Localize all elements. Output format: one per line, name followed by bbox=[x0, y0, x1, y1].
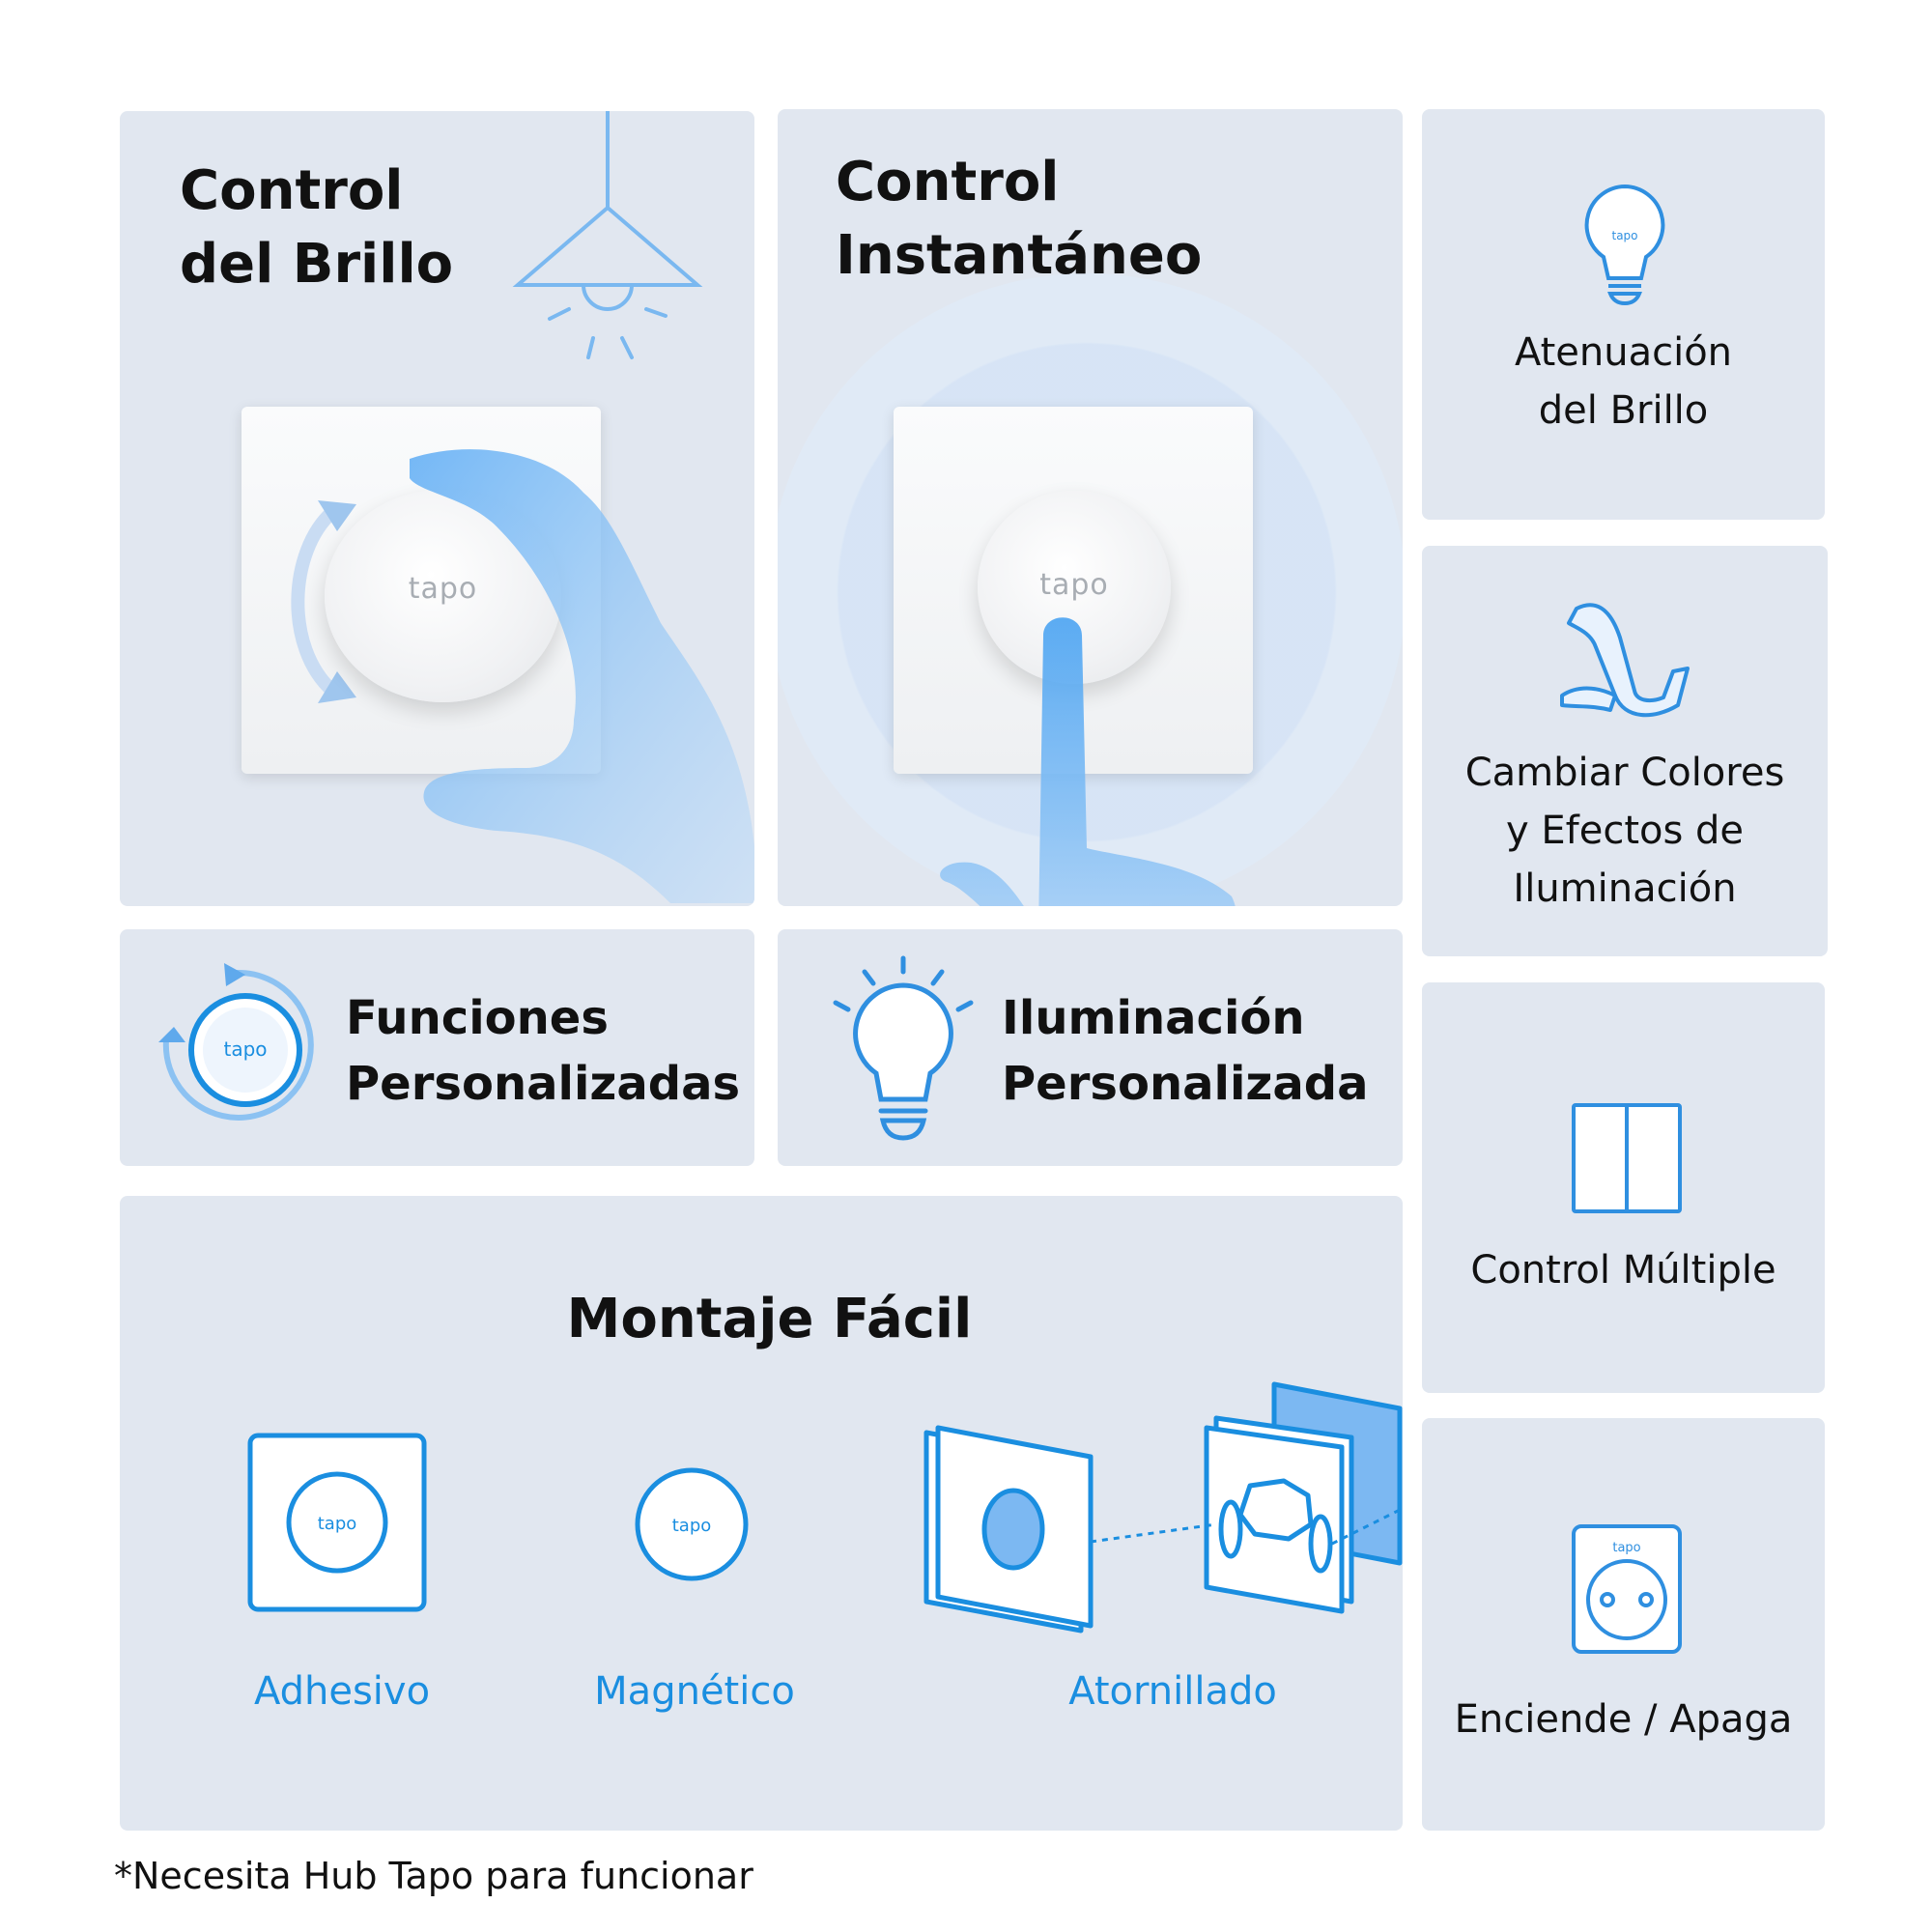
cycle-arrows-icon: tapo bbox=[158, 963, 314, 1121]
feature-label-line: Cambiar Colores bbox=[1464, 751, 1785, 795]
feature-label-colors: Cambiar Colores y Efectos de Iluminación bbox=[1422, 744, 1828, 918]
custom-functions-title-line2: Personalizadas bbox=[346, 1057, 741, 1111]
rotate-arrows-icon bbox=[291, 500, 356, 703]
brightness-control-title-line1: Control bbox=[180, 159, 404, 222]
tapo-logo: tapo bbox=[672, 1516, 712, 1536]
tapo-logo: tapo bbox=[318, 1514, 357, 1534]
custom-lighting-card: Iluminación Personalizada bbox=[778, 929, 1403, 1166]
custom-functions-title: Funciones Personalizadas bbox=[346, 985, 740, 1117]
feature-card-dimming: tapo Atenuación del Brillo bbox=[1422, 109, 1825, 520]
feature-label-line: del Brillo bbox=[1538, 388, 1709, 433]
custom-lighting-title: Iluminación Personalizada bbox=[1002, 985, 1369, 1117]
feature-label-multi-control: Control Múltiple bbox=[1470, 1248, 1776, 1293]
light-bulb-rays-icon bbox=[833, 955, 974, 1141]
mount-label-magnetic: Magnético bbox=[594, 1669, 795, 1714]
ceiling-lamp-icon bbox=[512, 111, 703, 359]
instant-control-title-line1: Control bbox=[836, 151, 1060, 213]
footnote: *Necesita Hub Tapo para funcionar bbox=[114, 1855, 753, 1897]
adhesive-mount-icon: tapo bbox=[247, 1433, 427, 1612]
feature-label-line: y Efectos de bbox=[1505, 809, 1745, 853]
magnetic-mount-icon: tapo bbox=[635, 1467, 749, 1581]
mount-label-adhesive: Adhesivo bbox=[253, 1669, 431, 1714]
feature-card-multi-control: Control Múltiple bbox=[1422, 982, 1825, 1393]
tapo-logo: tapo bbox=[408, 572, 478, 606]
bulb-logo: tapo bbox=[1611, 229, 1637, 242]
multi-switch-icon bbox=[1572, 1103, 1682, 1213]
feature-card-colors: Cambiar Colores y Efectos de Iluminación bbox=[1422, 546, 1828, 956]
hand-illustration bbox=[410, 449, 754, 903]
light-bulb-icon: tapo bbox=[1584, 184, 1665, 306]
brightness-control-card: Control del Brillo tapo bbox=[120, 111, 754, 906]
instant-control-title: Control Instantáneo bbox=[836, 146, 1202, 293]
feature-label-line: Atenuación bbox=[1514, 330, 1733, 375]
custom-lighting-title-line2: Personalizada bbox=[1002, 1057, 1369, 1111]
finger-press-illustration bbox=[940, 617, 1236, 906]
smart-plug-icon: tapo bbox=[1572, 1524, 1682, 1654]
custom-functions-title-line1: Funciones bbox=[346, 991, 609, 1045]
tapo-logo: tapo bbox=[223, 1037, 267, 1061]
custom-functions-card: tapo Funciones Personalizadas bbox=[120, 929, 754, 1166]
plug-logo: tapo bbox=[1612, 1541, 1640, 1555]
instant-control-title-line2: Instantáneo bbox=[836, 224, 1203, 287]
easy-mount-card: Montaje Fácil tapo Adhesivo tapo Magnéti… bbox=[120, 1196, 1403, 1831]
light-strip-icon bbox=[1560, 603, 1690, 718]
instant-control-card: Control Instantáneo tapo bbox=[778, 109, 1403, 906]
feature-card-on-off: tapo Enciende / Apaga bbox=[1422, 1418, 1825, 1831]
brightness-control-title-line2: del Brillo bbox=[180, 233, 454, 296]
custom-lighting-title-line1: Iluminación bbox=[1002, 991, 1305, 1045]
screw-mount-icon bbox=[923, 1381, 1403, 1634]
easy-mount-title: Montaje Fácil bbox=[566, 1288, 973, 1350]
mount-label-screwed: Atornillado bbox=[1068, 1669, 1277, 1714]
feature-label-line: Iluminación bbox=[1513, 867, 1737, 911]
tapo-logo: tapo bbox=[1039, 568, 1109, 602]
feature-label-on-off: Enciende / Apaga bbox=[1454, 1697, 1793, 1742]
brightness-control-title: Control del Brillo bbox=[180, 155, 453, 301]
feature-label-dimming: Atenuación del Brillo bbox=[1422, 324, 1825, 440]
